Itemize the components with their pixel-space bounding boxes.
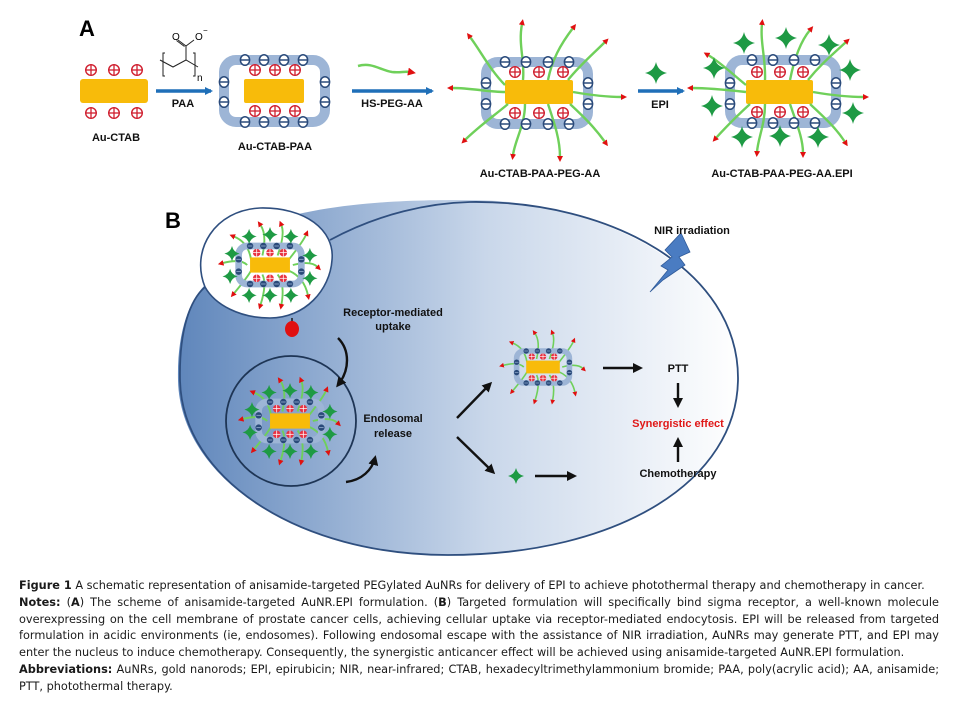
- arrow-release-to-nanorod: [456, 381, 493, 419]
- arrow-endosome-to-release: [345, 455, 379, 484]
- label-ptt: PTT: [668, 363, 689, 375]
- notes-panel-a-ref: A: [70, 595, 80, 609]
- stage-label-au-ctab-paa-peg-aa-epi: Au-CTAB-PAA-PEG-AA.EPI: [711, 168, 852, 180]
- reagent-label-paa: PAA: [172, 98, 194, 110]
- paa-structure: [159, 39, 199, 77]
- caption-title-line: Figure 1 A schematic representation of a…: [19, 578, 939, 595]
- abbreviations-text: AuNRs, gold nanorods; EPI, epirubicin; N…: [19, 662, 939, 693]
- nanoparticle-in-endosome: [237, 376, 341, 466]
- figure-title: A schematic representation of anisamide-…: [71, 579, 925, 592]
- arrow-release-to-epi: [456, 436, 496, 475]
- notes-paren: (: [60, 595, 71, 609]
- peg-chain-reagent: [357, 63, 416, 76]
- label-uptake-line2: uptake: [375, 321, 410, 333]
- gold-nanorod: [80, 79, 148, 103]
- abbreviations-label: Abbreviations:: [19, 662, 113, 676]
- panel-b-letter: B: [165, 208, 181, 233]
- notes-text-b: ) Targeted formulation will specifically…: [19, 595, 939, 660]
- arrow-uptake-to-endosome: [336, 337, 349, 388]
- epi-drug-icon: [645, 62, 667, 84]
- figure-caption: Figure 1 A schematic representation of a…: [19, 578, 939, 696]
- released-nanorod: [499, 329, 586, 405]
- paa-charge: −: [203, 26, 208, 35]
- notes-label: Notes:: [19, 595, 61, 609]
- stage-label-au-ctab-paa: Au-CTAB-PAA: [238, 141, 312, 153]
- label-nir-irradiation: NIR irradiation: [654, 225, 730, 237]
- paa-subscript-n: n: [197, 73, 203, 84]
- figure-schematic: A Au-CTAB O O − n PAA Au-CTAB-PAA HS-PEG…: [79, 16, 869, 556]
- caption-notes: Notes: (A) The scheme of anisamide-targe…: [19, 595, 939, 662]
- notes-text-a: ) The scheme of anisamide-targeted AuNR.…: [79, 595, 439, 609]
- label-release-line1: Endosomal: [363, 413, 422, 425]
- nir-lightning-icon: [649, 232, 691, 293]
- au-ctab-paa-peg-aa-epi-particle: [687, 19, 869, 158]
- notes-panel-b-ref: B: [438, 595, 447, 609]
- au-ctab-nanorod: [80, 63, 148, 120]
- label-release-line2: release: [374, 428, 412, 440]
- figure-label: Figure 1: [19, 579, 72, 592]
- label-chemotherapy: Chemotherapy: [639, 468, 717, 480]
- caption-abbreviations: Abbreviations: AuNRs, gold nanorods; EPI…: [19, 662, 939, 696]
- reagent-label-epi: EPI: [651, 99, 669, 111]
- nanoparticle-bound: [217, 220, 321, 310]
- cell-membrane: [179, 201, 739, 556]
- sigma-receptor: [285, 321, 299, 337]
- endosome: [225, 355, 357, 487]
- stage-label-au-ctab-paa-peg-aa: Au-CTAB-PAA-PEG-AA: [480, 168, 601, 180]
- paa-anion-oxygen: O: [195, 32, 203, 43]
- paa-carbonyl-oxygen: O: [172, 32, 180, 43]
- panel-a-letter: A: [79, 16, 95, 41]
- label-uptake-line1: Receptor-mediated: [343, 307, 443, 319]
- au-ctab-paa-peg-aa-particle: [447, 19, 627, 162]
- label-synergistic-effect: Synergistic effect: [632, 418, 724, 430]
- stage-label-au-ctab: Au-CTAB: [92, 132, 140, 144]
- au-ctab-paa-particle: [218, 53, 331, 129]
- reagent-label-hs-peg-aa: HS-PEG-AA: [361, 98, 423, 110]
